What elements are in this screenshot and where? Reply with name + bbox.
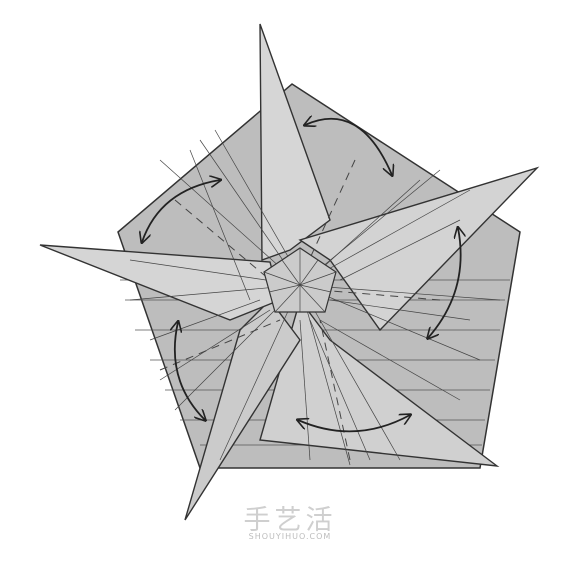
watermark-url: SHOUYIHUO.COM [248,532,332,541]
arrow-left [142,180,220,242]
center-pentagon [263,247,337,313]
arrow-top [305,119,392,175]
watermark-logo: 手艺活 [243,505,337,536]
arrow-bottom [298,415,410,433]
arrow-right [428,228,461,338]
rotation-arrows [142,119,461,433]
arrow-bottom-left [175,322,205,420]
